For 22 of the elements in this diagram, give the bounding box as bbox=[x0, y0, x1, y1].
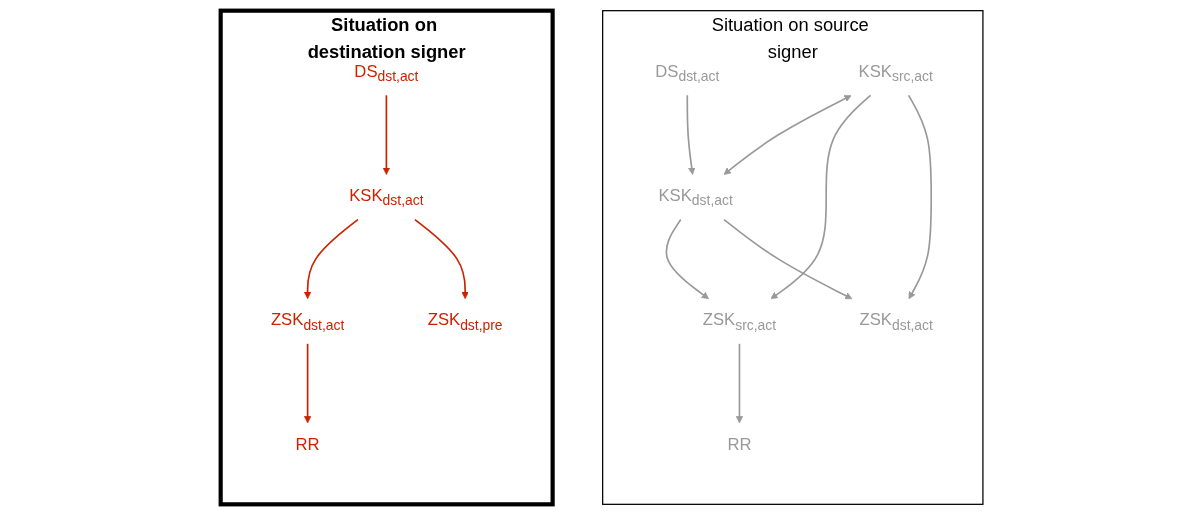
arrow bbox=[735, 342, 743, 424]
arrow bbox=[303, 342, 311, 424]
arrow bbox=[686, 94, 696, 175]
arrow bbox=[303, 218, 359, 300]
arrow bbox=[382, 94, 390, 175]
node-text: ZSK$_{dst,pre}$ bbox=[427, 310, 503, 333]
node-text: ZSK$_{src,act}$ bbox=[702, 310, 776, 333]
arrow bbox=[665, 218, 709, 300]
node-text: RR bbox=[295, 434, 320, 454]
node-text: RR bbox=[727, 434, 752, 454]
arrow bbox=[413, 218, 469, 300]
node-text: DS$_{dst,act}$ bbox=[654, 61, 720, 85]
node-text: KSK$_{dst,act}$ bbox=[658, 186, 733, 209]
node-text: DS$_{dst,act}$ bbox=[354, 61, 419, 85]
arrow bbox=[723, 95, 852, 175]
node-text: ZSK$_{dst,act}$ bbox=[270, 310, 345, 333]
arrow bbox=[907, 94, 932, 300]
arrow bbox=[722, 218, 852, 300]
node-text: ZSK$_{dst,act}$ bbox=[859, 310, 933, 333]
node-text: KSK$_{src,act}$ bbox=[858, 61, 933, 85]
node-text: KSK$_{dst,act}$ bbox=[348, 186, 424, 209]
arrow bbox=[770, 94, 872, 300]
